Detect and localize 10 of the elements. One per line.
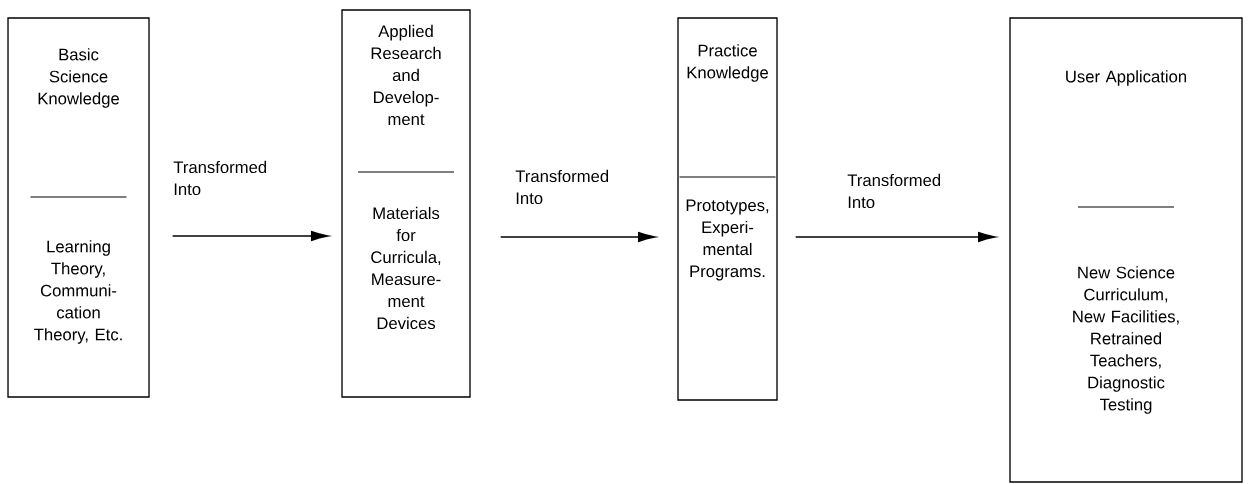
process-box: Applied Research and Develop- ment Materials for Curricula, Measure- ment Devices	[341, 9, 471, 398]
arrow	[171, 231, 329, 241]
edge-label: Transformed Into	[847, 173, 941, 209]
edge-label: Transformed Into	[173, 160, 267, 196]
process-box: User Application New Science Curriculum, New Facilities, Retrained Teachers, Diagnostic Testing	[1009, 17, 1243, 483]
arrow	[794, 232, 996, 242]
process-box: Practice Knowledge Prototypes, Experi- mental Programs.	[677, 17, 778, 401]
edge-label: Transformed Into	[515, 169, 609, 205]
arrow	[499, 232, 656, 242]
process-box: Basic Science Knowledge Learning Theory, Communi- cation Theory, Etc.	[7, 17, 150, 398]
